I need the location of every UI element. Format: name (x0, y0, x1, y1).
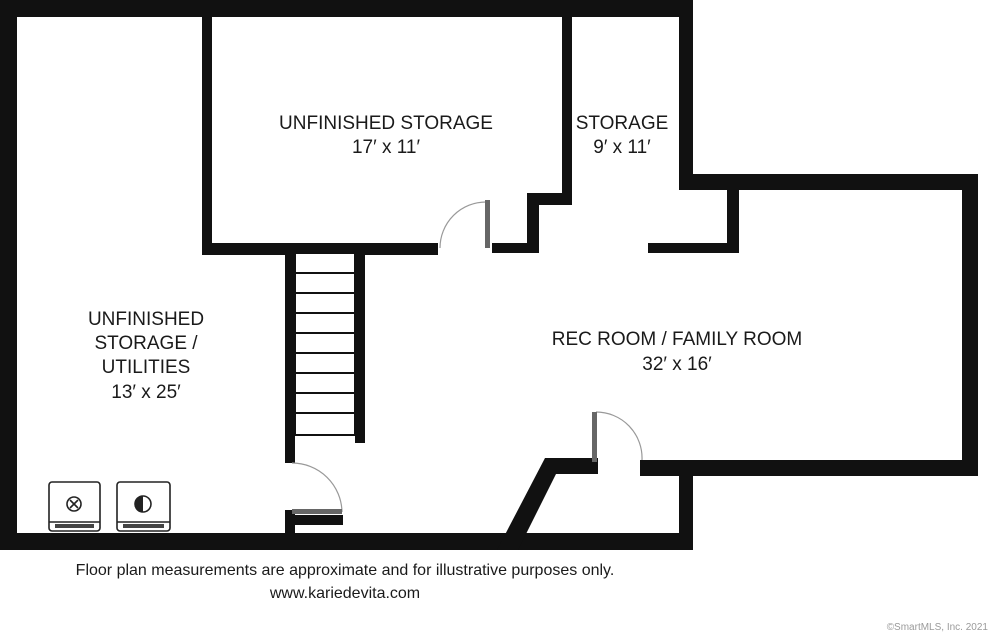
wall-rec-top (679, 174, 978, 190)
interior-walls (202, 12, 739, 540)
room-name: STORAGE (576, 113, 669, 134)
wall-storage-left (202, 12, 212, 255)
wall-storage-bottom (202, 243, 438, 255)
wall-right-upper (679, 0, 693, 190)
floor-plan: UNFINISHED STORAGE 17′ x 11′ STORAGE 9′ … (0, 0, 978, 550)
wall-storage-right-lower (727, 182, 739, 252)
wall-storage-divider (562, 12, 572, 205)
wall-rec-bottom (640, 460, 978, 476)
washer-icon (48, 481, 101, 532)
wall-closet-bottom (492, 243, 539, 253)
wall-rec-right (962, 174, 978, 476)
wall-storage-bottom-right (648, 243, 739, 253)
door-swing-icon (595, 411, 643, 461)
room-name-line: UTILITIES (102, 357, 191, 378)
room-name: UNFINISHED STORAGE (279, 113, 493, 134)
wall-bottom (0, 533, 693, 550)
wall-stair-base (285, 510, 295, 540)
door-swing-icon (439, 201, 487, 249)
door-rec-room (592, 411, 643, 462)
wall-stair-right (355, 243, 365, 443)
outer-walls (0, 0, 978, 550)
door-stairs (291, 462, 343, 514)
door-storage (439, 200, 490, 249)
door-leaf (485, 200, 490, 248)
dryer-icon (116, 481, 171, 532)
disclaimer-text: Floor plan measurements are approximate … (75, 562, 615, 579)
door-leaf (592, 412, 597, 462)
wall-closet (527, 193, 539, 252)
wall-left (0, 0, 17, 550)
website-text: www.kariedevita.com (269, 585, 421, 602)
copyright-text: ©SmartMLS, Inc. 2021 (886, 622, 988, 633)
wall-top (0, 0, 693, 17)
room-size: 17′ x 11′ (352, 137, 420, 158)
wall-stair-left (285, 243, 295, 463)
room-name-line: UNFINISHED (88, 309, 204, 330)
wall-angled (497, 458, 598, 550)
room-size: 9′ x 11′ (593, 137, 651, 158)
door-swing-icon (291, 462, 343, 513)
wall-right-lower (679, 460, 693, 550)
room-size: 32′ x 16′ (642, 354, 712, 375)
stairs-icon (294, 252, 356, 436)
room-size: 13′ x 25′ (111, 382, 181, 403)
room-name-line: STORAGE / (94, 333, 198, 354)
room-name: REC ROOM / FAMILY ROOM (552, 329, 803, 350)
door-leaf (292, 509, 342, 514)
wall-stair-bottom (285, 515, 343, 525)
